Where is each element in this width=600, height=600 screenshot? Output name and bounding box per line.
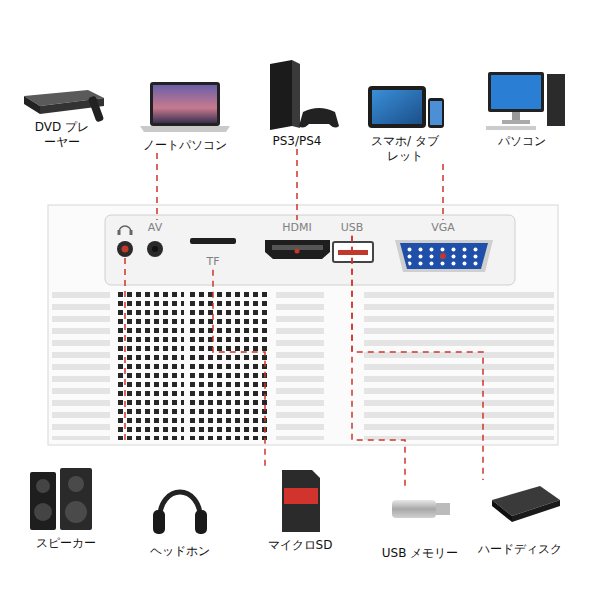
device-caption: ヘッドホン <box>135 544 225 559</box>
device-caption: スマホ/ タブレット <box>369 134 441 164</box>
port-label: TF <box>203 254 222 270</box>
device-node: ヘッドホン <box>135 478 225 559</box>
laptop-screen <box>153 85 217 123</box>
connector-line <box>213 270 265 466</box>
port-name: TF <box>203 254 222 270</box>
device-node: スピーカー <box>21 464 111 551</box>
headphone-symbol <box>118 230 121 235</box>
vent-slats <box>364 292 554 440</box>
monitor-stand <box>512 112 520 120</box>
port-name: USB <box>338 220 367 236</box>
monitor-icon <box>488 72 544 112</box>
headphone-jack <box>117 241 133 257</box>
device-caption: マイクロSD <box>255 538 345 553</box>
hard-disk-icon <box>512 500 560 522</box>
av-jack <box>152 246 158 252</box>
headphone-symbol <box>130 230 133 235</box>
port-label: AV <box>145 220 165 236</box>
speaker-icon <box>60 468 92 530</box>
device-caption: ノートパソコン <box>137 138 233 153</box>
device-caption: パソコン <box>498 134 546 149</box>
speaker-cone <box>34 503 52 521</box>
usb-stick-plug <box>436 503 450 515</box>
connector-line <box>442 164 444 220</box>
port-name: AV <box>145 220 165 236</box>
device-node: スマホ/ タブレット <box>369 80 441 164</box>
port-marker <box>295 249 300 254</box>
port-label: VGA <box>428 220 458 236</box>
vent-slats <box>276 292 324 440</box>
device-node: ノートパソコン <box>137 78 233 153</box>
dvd-player-icon <box>24 96 40 114</box>
hard-disk-icon <box>492 500 512 522</box>
port-name: HDMI <box>279 220 314 236</box>
leader-line <box>124 258 126 440</box>
sd-card-icon <box>282 470 320 532</box>
sd-card-label <box>284 488 318 504</box>
port-marker <box>440 253 446 259</box>
projector-housing <box>48 205 558 445</box>
connector-line <box>296 149 298 220</box>
vent-grid <box>190 292 270 440</box>
keyboard-icon <box>486 126 536 130</box>
device-caption: USB メモリー <box>372 546 468 561</box>
connector-line <box>156 153 158 220</box>
usb-stick-icon <box>392 500 436 518</box>
usb-port <box>333 242 373 262</box>
laptop-icon <box>150 82 220 126</box>
headphones-icon <box>160 492 200 516</box>
device-node: PS3/PS4 <box>272 58 321 149</box>
remote-icon <box>88 95 104 122</box>
headphones-icon <box>195 510 207 534</box>
port-name: VGA <box>428 220 458 236</box>
speaker-icon <box>30 472 56 530</box>
device-caption: PS3/PS4 <box>272 134 321 149</box>
tf-slot <box>190 238 236 244</box>
headphones-icon <box>153 510 165 534</box>
phone-screen <box>430 101 442 125</box>
tablet-icon <box>368 86 426 128</box>
vent-slats <box>52 292 110 440</box>
connector-line <box>352 236 483 480</box>
hdmi-port <box>265 240 330 259</box>
device-node: マイクロSD <box>255 466 345 553</box>
usb-port <box>338 250 368 255</box>
speaker-cone <box>36 479 50 493</box>
vga-pins <box>404 246 484 266</box>
port-label: USB <box>338 220 367 236</box>
device-node: パソコン <box>498 68 546 149</box>
console-icon <box>270 60 292 130</box>
laptop-base <box>140 126 230 132</box>
device-node: USB メモリー <box>372 490 468 561</box>
device-caption: ハードディスク <box>472 542 568 557</box>
vga-port <box>400 243 488 269</box>
device-node: ハードディスク <box>472 480 568 557</box>
pc-tower-icon <box>547 74 565 126</box>
monitor-stand <box>502 120 530 124</box>
vga-port <box>395 240 493 272</box>
connector-line <box>352 236 405 490</box>
speaker-cone <box>68 476 84 492</box>
phone-icon <box>428 98 444 128</box>
tablet-screen <box>372 90 422 124</box>
monitor-screen <box>491 75 541 109</box>
av-jack <box>147 241 163 257</box>
vent-grid <box>118 292 184 440</box>
console-icon <box>292 60 300 128</box>
device-caption: DVD プレーヤー <box>29 120 95 150</box>
port-panel <box>105 215 515 285</box>
controller-icon <box>299 108 339 128</box>
device-caption: スピーカー <box>21 536 111 551</box>
port-label: HDMI <box>279 220 314 236</box>
device-node: DVD プレーヤー <box>29 82 95 150</box>
speaker-cone <box>65 501 87 523</box>
headphone-symbol <box>119 226 131 232</box>
port-marker <box>122 246 129 253</box>
